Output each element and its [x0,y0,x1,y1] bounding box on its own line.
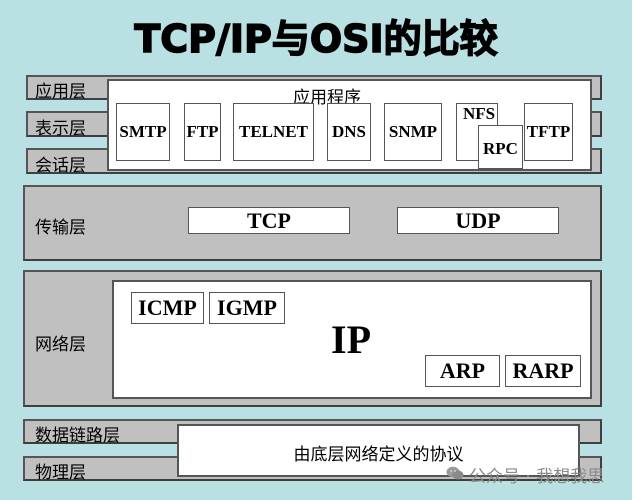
protocol-tftp: TFTP [524,103,573,161]
layer-application-label: 应用层 [35,82,86,102]
protocol-dns: DNS [327,103,371,161]
lower-network-label: 由底层网络定义的协议 [293,445,464,465]
layer-transport-label: 传输层 [35,218,86,238]
protocol-tcp: TCP [188,207,350,234]
layer-network-label: 网络层 [35,335,86,355]
watermark-text: 公众号 · 我想我思 [469,467,605,487]
protocol-ip: IP [331,317,371,362]
protocol-snmp: SNMP [384,103,442,161]
protocol-smtp: SMTP [116,103,170,161]
layer-datalink-label: 数据链路层 [35,426,120,446]
layer-session-label: 会话层 [35,156,86,176]
protocol-rpc: RPC [478,125,523,169]
layer-physical-label: 物理层 [35,463,86,483]
protocol-nfs: NFS [463,104,496,123]
protocol-telnet: TELNET [233,103,314,161]
protocol-arp: ARP [425,355,500,387]
protocol-ftp: FTP [184,103,221,161]
wechat-icon [446,465,464,480]
protocol-rarp: RARP [505,355,581,387]
diagram-title: TCP/IP与OSI的比较 [134,16,499,62]
protocol-igmp: IGMP [209,292,285,324]
protocol-icmp: ICMP [131,292,204,324]
lower-network-box [177,424,580,477]
protocol-udp: UDP [397,207,559,234]
layer-presentation-label: 表示层 [35,119,86,139]
